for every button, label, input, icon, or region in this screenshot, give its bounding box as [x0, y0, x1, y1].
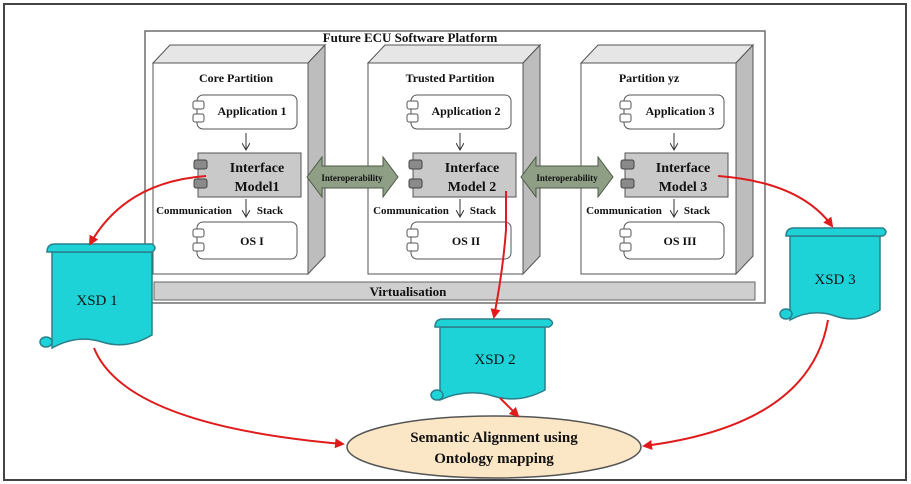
xsd-label: XSD 1: [76, 293, 117, 309]
component-icon: [192, 242, 205, 252]
application-box: [623, 94, 725, 130]
component-icon: [406, 228, 419, 238]
stack-label: Stack: [684, 205, 711, 217]
communication-label: Communication: [373, 205, 449, 217]
application-box: [410, 94, 512, 130]
virtualisation-bar: [153, 281, 756, 301]
scroll-bottom-curl: [430, 389, 444, 401]
component-icon: [406, 242, 419, 252]
semantic-label-line1: Semantic Alignment using: [410, 430, 578, 446]
partition-trusted: Trusted Partition Application 2 Interfac…: [366, 43, 542, 276]
component-icon: [620, 178, 635, 189]
component-icon: [406, 100, 419, 110]
os-label: OS II: [452, 234, 481, 248]
component-icon: [406, 113, 419, 123]
scroll-body: [51, 251, 153, 350]
application-label: Application 1: [217, 104, 286, 118]
platform-title: Future ECU Software Platform: [323, 30, 498, 45]
os-box: [410, 221, 512, 260]
semantic-alignment-ellipse: [346, 415, 642, 479]
os-label: OS I: [240, 234, 264, 248]
partition-core: Core Partition Application 1 Interface M…: [151, 43, 327, 276]
arrow-interface3-to-xsd3: [717, 175, 834, 228]
os-box: [196, 221, 298, 260]
partition-title: Core Partition: [199, 71, 273, 85]
partition-title: Partition yz: [619, 71, 680, 85]
virtualisation-label: Virtualisation: [370, 284, 448, 299]
component-icon: [192, 228, 205, 238]
interface-box: [624, 152, 729, 198]
partition-yz: Partition yz Application 3 Interface Mod…: [579, 43, 755, 276]
partition-side-face: [735, 43, 754, 276]
interoperability-label: Interoperability: [321, 173, 383, 183]
xsd-scroll-2: XSD 2: [430, 318, 554, 402]
partition-title: Trusted Partition: [406, 71, 495, 85]
component-icon: [620, 159, 635, 170]
interface-box: [412, 152, 517, 198]
arrow-xsd3-to-semantic: [642, 319, 829, 450]
component-icon: [193, 178, 208, 189]
semantic-label-line2: Ontology mapping: [434, 451, 554, 467]
os-label: OS III: [663, 234, 696, 248]
os-box: [623, 221, 725, 260]
partition-top-face: [366, 44, 542, 64]
double-arrow-shape: [520, 155, 614, 199]
interface-label-line1: Interface: [230, 161, 284, 176]
communication-label: Communication: [156, 205, 232, 217]
interoperability-label: Interoperability: [536, 173, 598, 183]
component-icon: [192, 113, 205, 123]
component-icon: [619, 113, 632, 123]
arrow-xsd1-to-semantic: [93, 347, 345, 449]
scroll-top-curl: [46, 243, 156, 253]
arrow-interface2-to-xsd2: [490, 191, 507, 319]
scroll-top-curl: [434, 318, 554, 328]
xsd-scroll-1: XSD 1: [39, 243, 156, 350]
scroll-bottom-curl: [779, 308, 793, 320]
interoperability-arrow-1: Interoperability: [306, 155, 399, 199]
stack-label: Stack: [257, 205, 284, 217]
application-box: [196, 94, 298, 130]
interface-label-line1: Interface: [656, 161, 710, 176]
arrow-interface1-to-xsd1: [89, 175, 207, 246]
component-icon: [619, 100, 632, 110]
double-arrow-shape: [306, 155, 399, 199]
interface-label-line2: Model 3: [659, 180, 708, 195]
component-icon: [619, 228, 632, 238]
scroll-top-curl: [785, 227, 887, 237]
interface-label-line2: Model1: [234, 180, 279, 195]
scroll-body: [439, 326, 546, 402]
partition-side-face: [522, 43, 541, 276]
outer-frame: [3, 3, 907, 481]
interoperability-arrow-2: Interoperability: [520, 155, 614, 199]
interface-box: [197, 152, 302, 198]
arrow-xsd2-to-semantic: [499, 397, 520, 418]
scroll-bottom-curl: [39, 336, 53, 348]
application-label: Application 3: [645, 104, 714, 118]
partition-top-face: [151, 44, 327, 64]
component-icon: [408, 159, 423, 170]
component-icon: [192, 100, 205, 110]
component-icon: [408, 178, 423, 189]
interface-label-line1: Interface: [445, 161, 499, 176]
interface-label-line2: Model 2: [448, 180, 497, 195]
application-label: Application 2: [431, 104, 500, 118]
xsd-label: XSD 3: [814, 272, 855, 288]
component-icon: [193, 159, 208, 170]
xsd-scroll-3: XSD 3: [779, 227, 887, 322]
communication-label: Communication: [586, 205, 662, 217]
scroll-body: [789, 235, 881, 322]
partition-top-face: [579, 44, 755, 64]
xsd-label: XSD 2: [474, 352, 515, 368]
stack-label: Stack: [470, 205, 497, 217]
component-icon: [619, 242, 632, 252]
